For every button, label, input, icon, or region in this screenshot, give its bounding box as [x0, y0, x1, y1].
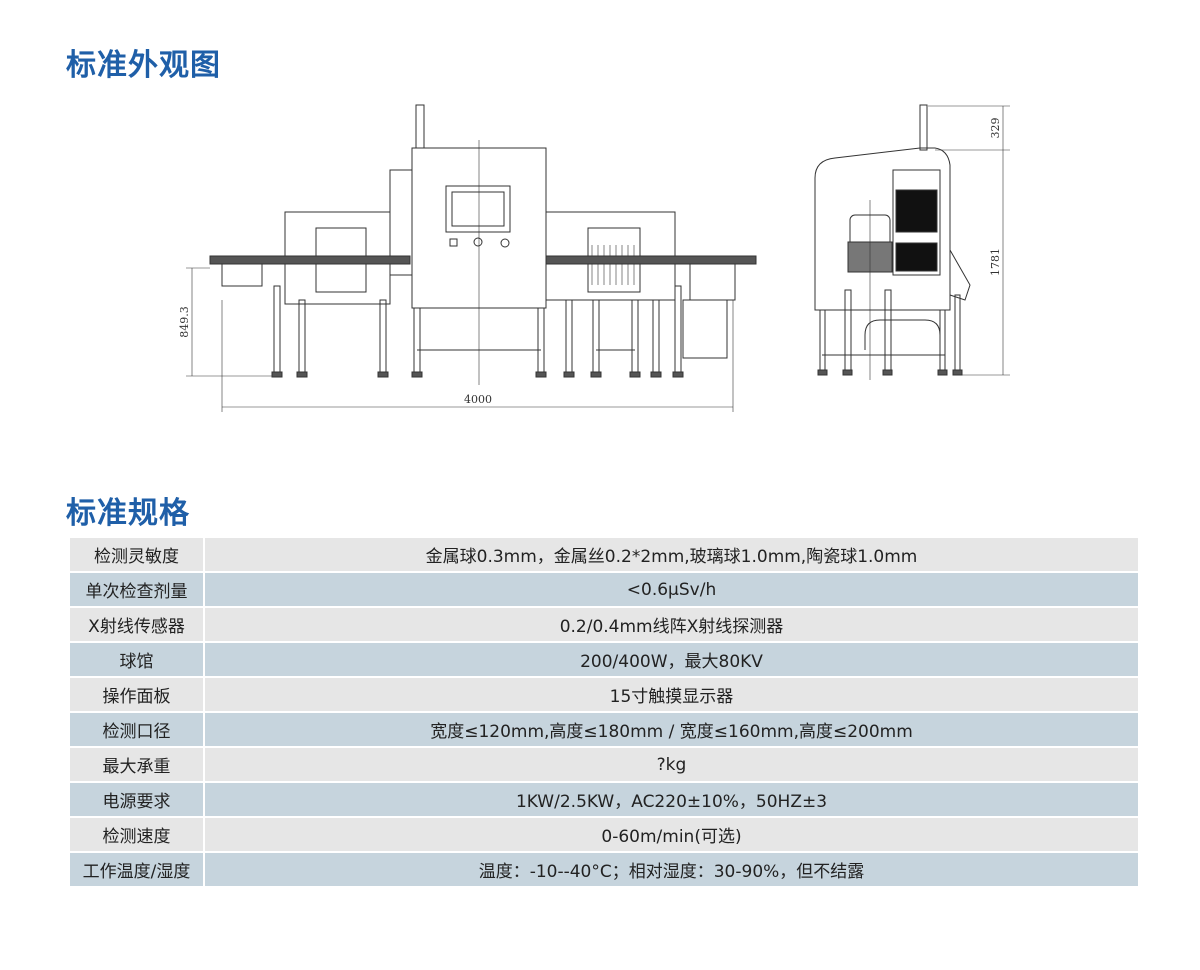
table-row: 最大承重?kg	[70, 748, 1138, 781]
spec-label: 最大承重	[70, 748, 205, 781]
spec-value: <0.6μSv/h	[205, 573, 1138, 606]
dim-machine-height: 1781	[989, 248, 1002, 276]
spec-value: 温度：-10--40°C；相对湿度：30-90%，但不结露	[205, 853, 1138, 886]
dim-total-length: 4000	[464, 393, 492, 406]
spec-label: 电源要求	[70, 783, 205, 816]
table-row: 工作温度/湿度温度：-10--40°C；相对湿度：30-90%，但不结露	[70, 853, 1138, 886]
spec-label: 球馆	[70, 643, 205, 676]
table-row: 检测灵敏度金属球0.3mm，金属丝0.2*2mm,玻璃球1.0mm,陶瓷球1.0…	[70, 538, 1138, 571]
spec-label: 检测口径	[70, 713, 205, 746]
spec-label: 检测速度	[70, 818, 205, 851]
spec-label: 操作面板	[70, 678, 205, 711]
spec-title: 标准规格	[66, 496, 190, 531]
spec-value: 宽度≤120mm,高度≤180mm / 宽度≤160mm,高度≤200mm	[205, 713, 1138, 746]
machine-drawing: 4000 849.3 329 1781	[178, 104, 1010, 412]
spec-label: X射线传感器	[70, 608, 205, 641]
dim-beacon-height: 329	[989, 118, 1002, 139]
front-view: 4000 849.3	[178, 104, 757, 412]
spec-value: 200/400W，最大80KV	[205, 643, 1138, 676]
table-row: 检测口径宽度≤120mm,高度≤180mm / 宽度≤160mm,高度≤200m…	[70, 713, 1138, 746]
spec-value: 1KW/2.5KW，AC220±10%，50HZ±3	[205, 783, 1138, 816]
spec-value: 0-60m/min(可选)	[205, 818, 1138, 851]
spec-value: ?kg	[205, 748, 1138, 781]
dim-conveyor-height: 849.3	[178, 306, 191, 338]
spec-label: 工作温度/湿度	[70, 853, 205, 886]
spec-value: 金属球0.3mm，金属丝0.2*2mm,玻璃球1.0mm,陶瓷球1.0mm	[205, 538, 1138, 571]
table-row: 单次检查剂量<0.6μSv/h	[70, 573, 1138, 606]
spec-value: 15寸触摸显示器	[205, 678, 1138, 711]
spec-label: 检测灵敏度	[70, 538, 205, 571]
spec-value: 0.2/0.4mm线阵X射线探测器	[205, 608, 1138, 641]
appearance-title: 标准外观图	[66, 48, 221, 83]
spec-label: 单次检查剂量	[70, 573, 205, 606]
spec-table: 检测灵敏度金属球0.3mm，金属丝0.2*2mm,玻璃球1.0mm,陶瓷球1.0…	[70, 536, 1138, 888]
side-view: 329 1781	[814, 104, 1010, 380]
